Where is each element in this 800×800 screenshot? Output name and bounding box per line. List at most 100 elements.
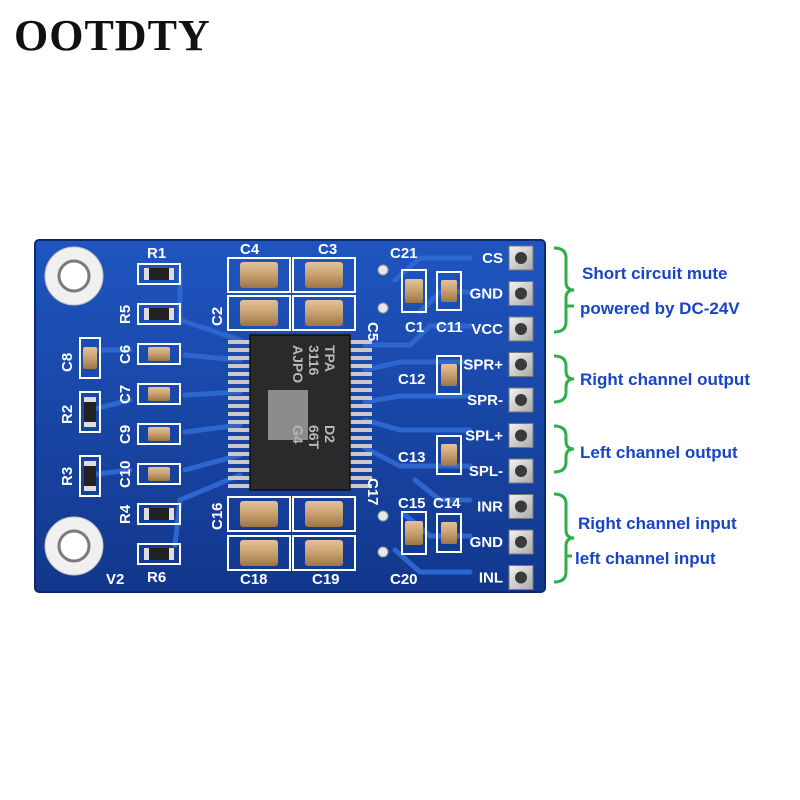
chip-thermal-pad (268, 390, 308, 440)
pin-hole (515, 287, 527, 300)
chip-marking: 3116 (306, 345, 322, 376)
silk-c2: C2 (209, 307, 226, 326)
resistor-r6 (137, 543, 181, 565)
capacitor-c18 (227, 535, 291, 571)
silk-c14: C14 (433, 495, 461, 512)
silk-c10: C10 (117, 460, 134, 488)
chip-pin (228, 404, 252, 408)
pin-label: SPL+ (465, 428, 503, 445)
pin-header: CS GND VCC SPR+ SPR- SPL+ SPL- INR GND INL (463, 245, 534, 590)
chip-pins (228, 340, 372, 488)
chip-pin (228, 428, 252, 432)
pin-8: INR (477, 494, 534, 519)
chip-pin (348, 396, 372, 400)
pin-hole (515, 571, 527, 584)
chip-pin (348, 452, 372, 456)
annotation-right-channel-output: Right channel output (580, 370, 750, 389)
silk-c18: C18 (240, 571, 268, 588)
silk-version: V2 (106, 571, 124, 588)
bracket-2 (553, 354, 575, 404)
chip-pin (348, 420, 372, 424)
capacitor-c19 (292, 535, 356, 571)
pin-label: GND (470, 286, 504, 303)
pin-hole (515, 323, 527, 335)
pin-label: SPR+ (463, 357, 503, 374)
annotation-labels: Short circuit mute powered by DC-24V Rig… (575, 264, 750, 568)
silkscreen-labels: R1 C4 C3 C21 R5 C2 C5 C1 C11 C8 C6 C7 C1… (59, 241, 463, 588)
pin-hole (515, 358, 527, 371)
chip-pin (228, 396, 252, 400)
silk-c16: C16 (209, 502, 226, 530)
chip-pin (228, 452, 252, 456)
pin-label: VCC (471, 321, 503, 338)
pin-5: SPR- (467, 387, 534, 413)
pcb-traces (87, 255, 473, 575)
silk-c21: C21 (390, 245, 418, 262)
capacitor-c6 (137, 343, 181, 365)
vias (377, 264, 389, 558)
chip-pin (348, 348, 372, 352)
capacitor-c14 (436, 513, 462, 553)
chip-pin (228, 356, 252, 360)
capacitor-c2 (227, 295, 291, 331)
chip-marking: D2 (322, 425, 338, 443)
capacitor-c17 (292, 496, 356, 532)
chip-pin (228, 348, 252, 352)
chip-pin (348, 412, 372, 416)
chip-pin (228, 388, 252, 392)
pin-label: GND (470, 534, 504, 551)
pin-7: SPL- (469, 458, 534, 484)
capacitor-c10 (137, 463, 181, 485)
pin-pad (508, 529, 534, 555)
pin-pad (508, 281, 534, 306)
chip-pin (228, 476, 252, 480)
pin-1: CS (482, 245, 534, 271)
chip-pin (348, 468, 372, 472)
annotation-short-circuit-mute: Short circuit mute (582, 264, 727, 283)
pin-9: GND (470, 529, 534, 555)
annotation-right-channel-input: Right channel input (578, 514, 737, 533)
capacitor-c4 (227, 257, 291, 293)
chip-marking: G4 (290, 425, 306, 444)
silk-c12: C12 (398, 371, 426, 388)
pin-label: SPR- (467, 392, 503, 409)
bracket-4 (553, 492, 575, 584)
pin-label: INL (479, 570, 503, 587)
chip-pin (348, 428, 372, 432)
silk-c19: C19 (312, 571, 340, 588)
silk-r5: R5 (117, 305, 134, 324)
chip-pin (348, 340, 372, 344)
chip-pin (228, 444, 252, 448)
chip-pin (348, 388, 372, 392)
chip-pin (348, 364, 372, 368)
pin-hole (515, 465, 527, 477)
silk-c5: C5 (364, 322, 381, 341)
chip-pin (228, 484, 252, 488)
brand-logo: OOTDTY (14, 11, 211, 60)
silk-r6: R6 (147, 569, 166, 586)
pin-2: GND (470, 281, 534, 306)
chip-pin (228, 380, 252, 384)
mounting-hole-top (44, 246, 104, 306)
chip-pin (348, 444, 372, 448)
chip-pin (228, 468, 252, 472)
silk-r1: R1 (147, 245, 166, 262)
pin-label: CS (482, 250, 503, 267)
chip-pin (228, 420, 252, 424)
silk-c20: C20 (390, 571, 418, 588)
chip-marking: TPA (322, 345, 338, 372)
silk-c17: C17 (364, 478, 381, 506)
chip-pin (228, 460, 252, 464)
resistor-r5 (137, 303, 181, 325)
chip-pin (228, 372, 252, 376)
bracket-1 (553, 246, 575, 334)
silk-c9: C9 (117, 425, 134, 444)
resistor-r2 (79, 391, 101, 433)
chip-marking: 66T (306, 425, 322, 450)
resistor-r4 (137, 503, 181, 525)
annotation-power-supply: powered by DC-24V (580, 299, 740, 318)
silk-r4: R4 (117, 504, 134, 524)
pin-3: VCC (471, 316, 534, 342)
pin-4: SPR+ (463, 352, 534, 377)
pin-hole (515, 252, 527, 264)
